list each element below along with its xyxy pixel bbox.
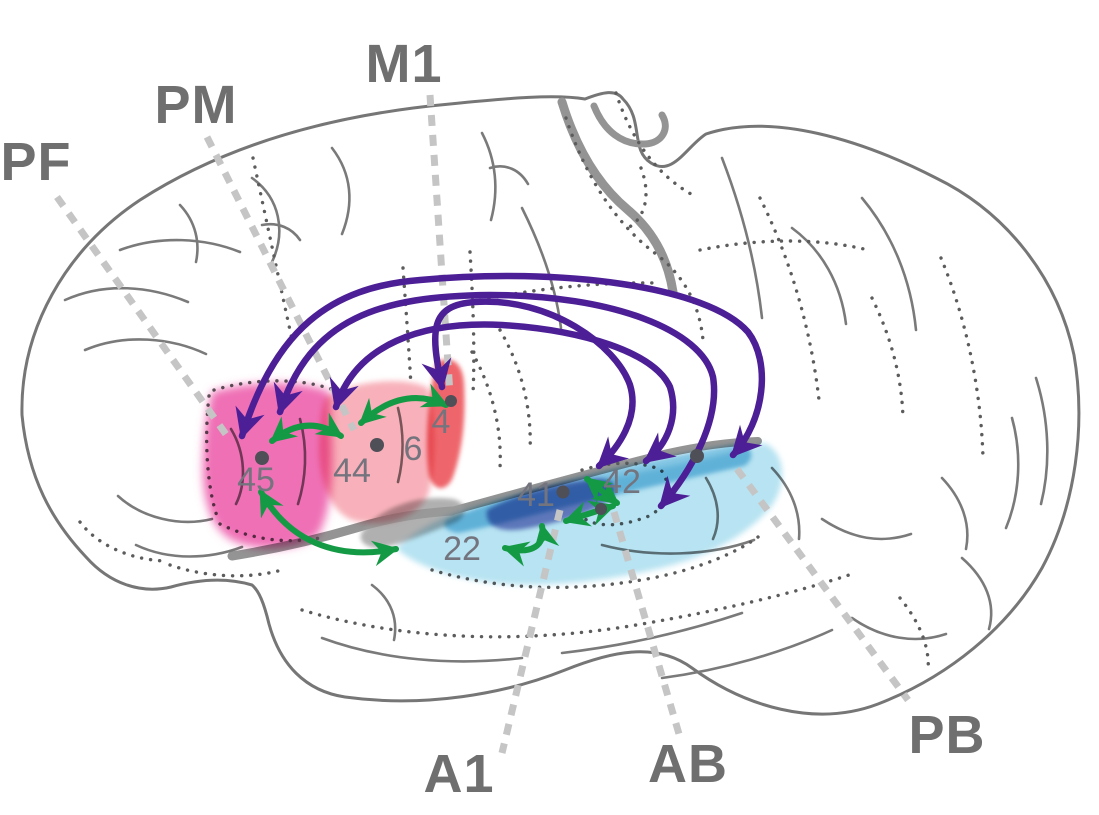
central-sulcus-curl — [590, 102, 669, 148]
dot-posterior-temporal — [690, 449, 704, 463]
dot-area-44 — [370, 438, 384, 452]
label-pf: PF — [0, 132, 71, 192]
purple-arc-44-area42 — [329, 321, 677, 465]
green-arrow-44-4 — [358, 383, 449, 426]
leader-lines — [54, 94, 911, 754]
label-area-22: 22 — [443, 530, 481, 568]
labels: PF PM M1 A1 AB PB 45 44 6 4 41 42 22 — [0, 34, 985, 804]
dot-area-41 — [556, 485, 570, 499]
label-a1: A1 — [423, 744, 494, 804]
purple-pathways — [235, 272, 766, 510]
green-arrow-41-42 — [584, 476, 620, 506]
brain-line-art — [20, 91, 1081, 716]
region-dots — [255, 395, 704, 515]
leader-line-pf — [54, 194, 233, 443]
purple-arc-45-posterior-temporal — [235, 272, 766, 459]
brain-outline — [20, 91, 1081, 716]
leader-line-pm — [203, 135, 358, 432]
label-pb: PB — [908, 705, 985, 765]
label-area-44: 44 — [333, 452, 371, 490]
label-area-41: 41 — [517, 476, 555, 514]
green-arrow-22-41 — [502, 523, 560, 567]
dot-area-42 — [595, 503, 607, 515]
leader-line-m1 — [426, 94, 454, 395]
dot-area-4 — [445, 395, 457, 407]
green-arrow-45-22 — [258, 489, 399, 567]
purple-arc-45-superior-temporal — [273, 291, 718, 510]
purple-arc-4-auditory — [421, 298, 636, 470]
label-area-45: 45 — [237, 461, 275, 499]
dot-area-45 — [255, 451, 269, 465]
label-pm: PM — [155, 75, 238, 135]
label-ab: AB — [648, 734, 728, 794]
leader-line-pb — [734, 466, 911, 703]
green-arrow-45-44 — [269, 412, 344, 444]
label-area-42: 42 — [603, 463, 641, 501]
label-m1: M1 — [365, 34, 442, 94]
label-area-6: 6 — [404, 430, 423, 468]
label-area-4: 4 — [432, 403, 451, 441]
central-sulcus-band — [557, 97, 678, 297]
